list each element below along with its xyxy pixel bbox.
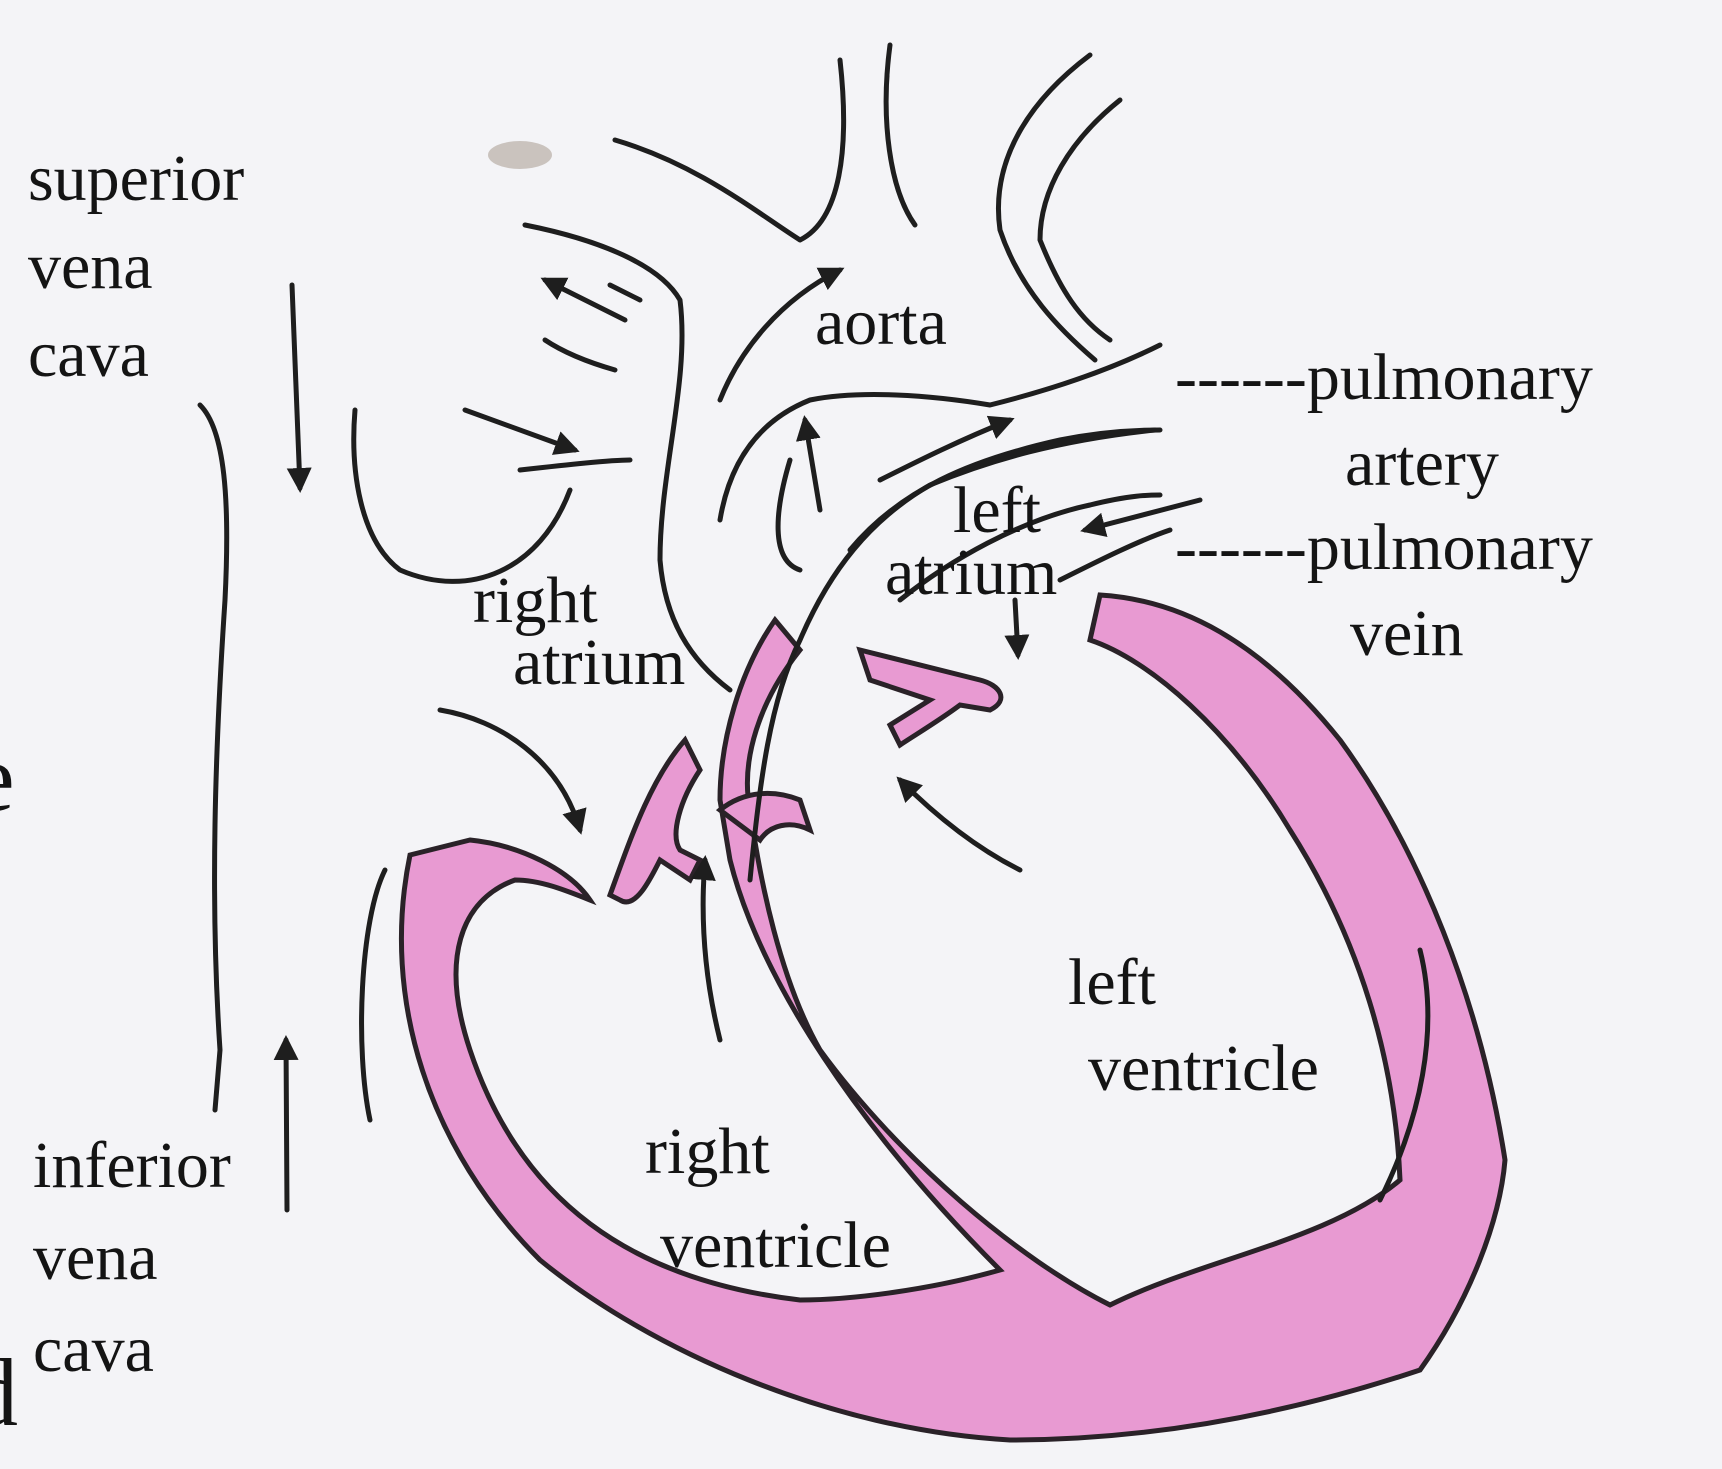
label-line: right	[473, 570, 685, 632]
right-ventricle-inner	[362, 870, 385, 1120]
label-line: vena	[33, 1212, 231, 1304]
label-line: vena	[28, 223, 244, 311]
aortic-arch-left	[615, 60, 844, 240]
label-superior-vena-cava: superior vena cava	[28, 135, 244, 399]
label-right-ventricle: right ventricle	[645, 1105, 891, 1293]
vena-cava-wall	[200, 405, 227, 1110]
smudge-mark	[488, 141, 552, 169]
flow-arrow-aorta-inner	[805, 420, 820, 510]
label-line: ventricle	[1068, 1026, 1319, 1112]
flow-arrow-upper-left-2	[610, 285, 640, 300]
left-valve-leaflet	[860, 650, 1001, 745]
label-line: superior	[28, 135, 244, 223]
aortic-arch-right-inner	[1040, 100, 1120, 340]
flow-arrow-ivc-up	[286, 1040, 287, 1210]
label-pulmonary-vein: ------pulmonary vein	[1175, 505, 1593, 677]
cropped-edge-glyph-d: d	[0, 1345, 18, 1441]
label-line: right	[645, 1105, 891, 1199]
flow-arrow-right-ventricle-up	[703, 860, 720, 1040]
label-line: left	[885, 480, 1057, 542]
label-line: atrium	[473, 632, 685, 694]
flow-arrow-into-atrium	[465, 410, 575, 450]
label-line: ------pulmonary	[1175, 505, 1593, 591]
cropped-edge-glyph-e: e	[0, 730, 15, 826]
flow-arrow-pulmonary-out	[880, 420, 1010, 480]
aortic-arch-branch	[886, 45, 915, 225]
heart-outer-wall	[401, 595, 1505, 1440]
aorta-inner	[778, 460, 800, 570]
label-line: left	[1068, 940, 1319, 1026]
label-line: artery	[1175, 421, 1593, 507]
label-line: vein	[1175, 591, 1593, 677]
label-aorta: aorta	[815, 290, 947, 356]
label-inferior-vena-cava: inferior vena cava	[33, 1120, 231, 1396]
label-line: cava	[28, 311, 244, 399]
flow-arrow-svc-down	[292, 285, 300, 488]
flow-arrow-tricuspid	[440, 710, 580, 830]
label-line: ventricle	[645, 1199, 891, 1293]
label-line: ------pulmonary	[1175, 335, 1593, 421]
label-line: atrium	[885, 542, 1057, 604]
pulmonary-vein-line	[1060, 530, 1170, 580]
label-left-atrium: left atrium	[885, 480, 1057, 604]
label-line: cava	[33, 1304, 231, 1396]
svc-lower	[520, 460, 630, 470]
label-left-ventricle: left ventricle	[1068, 940, 1319, 1112]
svc-branch	[545, 340, 615, 370]
label-pulmonary-artery: ------pulmonary artery	[1175, 335, 1593, 507]
flow-arrow-left-ventricle-up	[900, 780, 1020, 870]
right-valve-leaflet	[610, 740, 700, 902]
label-right-atrium: right atrium	[473, 570, 685, 694]
label-line: inferior	[33, 1120, 231, 1212]
